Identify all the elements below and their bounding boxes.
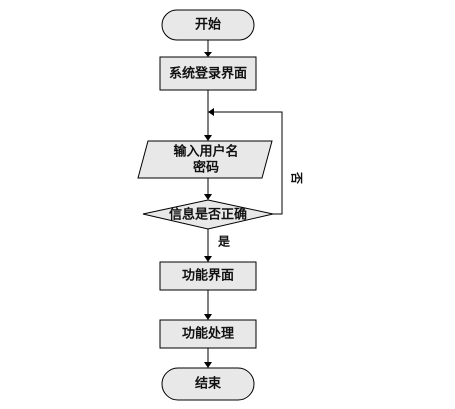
arrowhead-into-end — [204, 362, 212, 368]
login-node: 系统登录界面 — [159, 56, 257, 91]
login-process-box — [159, 56, 257, 91]
function-process-box — [159, 319, 257, 349]
no-edge-label: 否 — [290, 171, 304, 184]
decision-node: 信息是否正确 — [142, 199, 274, 230]
yes-edge-label: 是 — [217, 235, 231, 249]
login-label: 系统登录界面 — [169, 66, 247, 82]
connector-no-loop — [214, 111, 283, 215]
function-ui-label: 功能界面 — [182, 268, 234, 284]
input-label-line2: 密码 — [192, 160, 219, 176]
input-node: 输入用户名 密码 — [137, 140, 273, 179]
end-label: 结束 — [195, 376, 222, 392]
arrowhead-start-to-login — [204, 52, 212, 57]
function-ui-box — [159, 261, 257, 291]
input-parallelogram — [137, 140, 273, 179]
arrowhead-into-decision — [204, 194, 212, 200]
arrowhead-into-input — [204, 135, 212, 141]
function-process-label: 功能处理 — [182, 326, 234, 342]
function-ui-node: 功能界面 — [159, 261, 257, 291]
start-node: 开始 — [161, 9, 255, 41]
arrowhead-no-loop — [208, 108, 214, 116]
function-process-node: 功能处理 — [159, 319, 257, 349]
end-terminal-shape — [161, 367, 255, 401]
arrowhead-into-function-ui — [204, 256, 212, 262]
decision-label: 信息是否正确 — [169, 207, 247, 223]
input-label-line1: 输入用户名 — [173, 144, 238, 160]
start-label: 开始 — [195, 17, 221, 33]
end-node: 结束 — [161, 367, 255, 401]
arrowhead-into-function-process — [204, 314, 212, 320]
